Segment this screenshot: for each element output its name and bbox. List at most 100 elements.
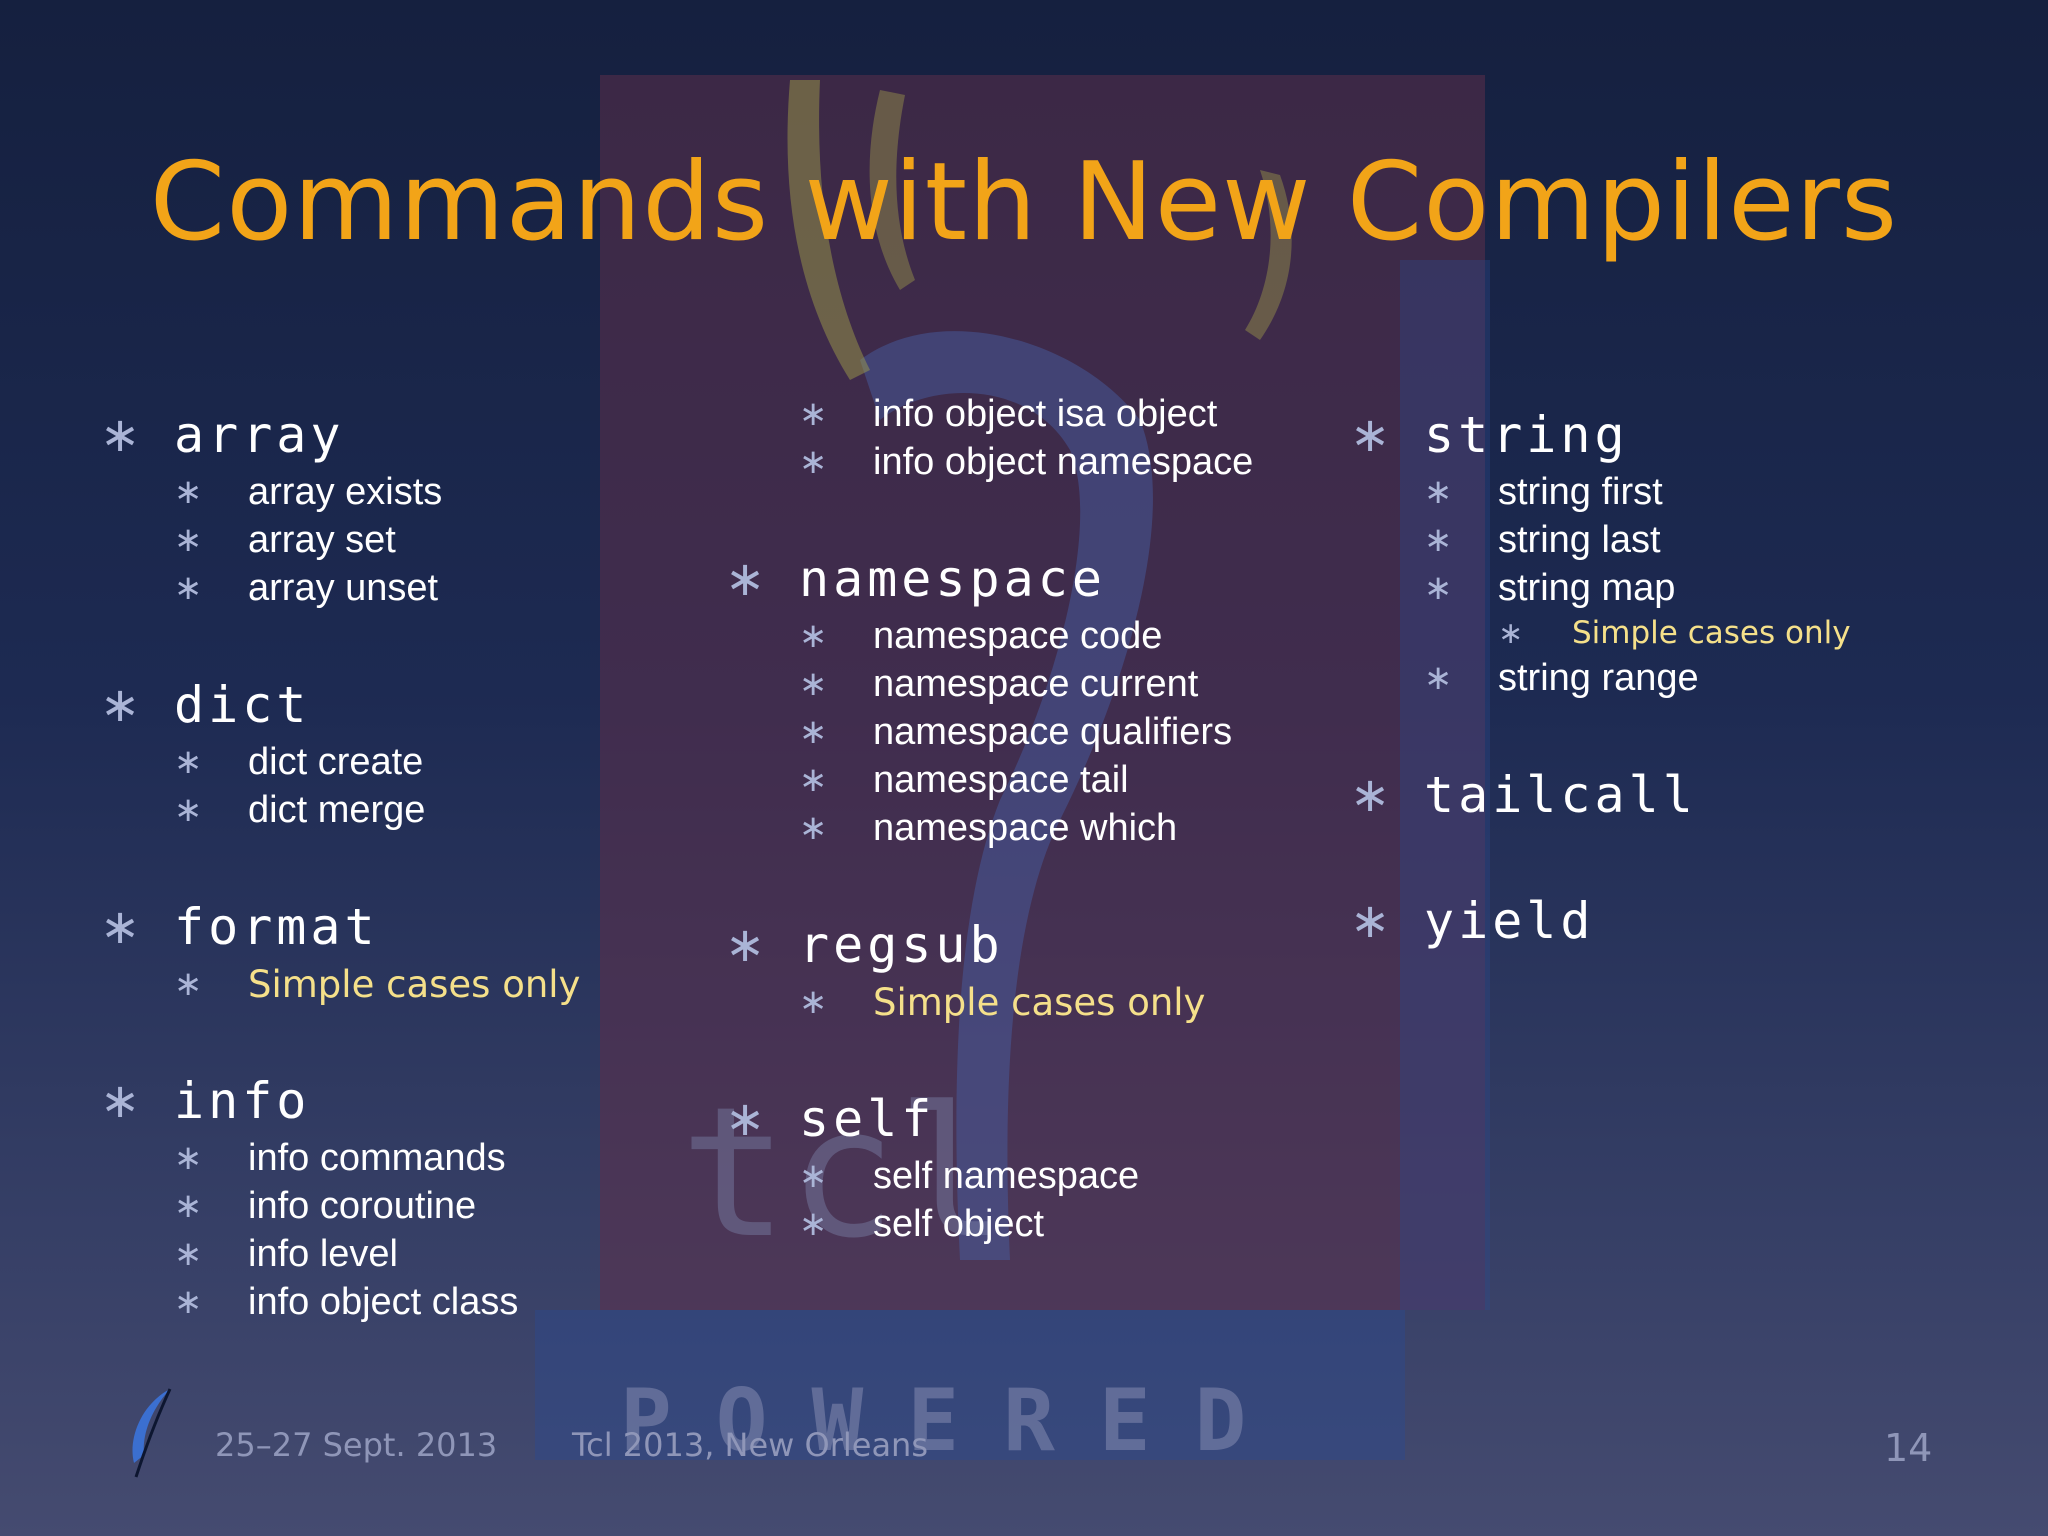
- subcommand-item: ∗array unset: [100, 564, 580, 612]
- bullet-icon: ∗: [174, 1234, 203, 1274]
- bullet-icon: ∗: [799, 712, 828, 752]
- command-name: ∗self: [725, 1086, 1253, 1152]
- subcommand-item: ∗ info level: [100, 1230, 580, 1278]
- command-label: tailcall: [1424, 766, 1697, 824]
- column-left: ∗array∗array exists∗array set∗array unse…: [100, 402, 580, 1386]
- bullet-icon: ∗: [1498, 615, 1524, 651]
- bullet-icon: ∗: [174, 1138, 203, 1178]
- command-group: ∗string∗string first∗string last∗string …: [1350, 402, 1851, 702]
- subcommand-label: Simple cases only: [248, 962, 581, 1006]
- command-name: ∗ namespace: [725, 546, 1253, 612]
- command-name: ∗regsub: [725, 912, 1253, 978]
- subcommand-item: ∗ namespace qualifiers: [725, 708, 1253, 756]
- command-group: ∗info object isa object∗ info object name…: [725, 390, 1253, 486]
- subcommand-item: ∗ string map: [1350, 564, 1851, 612]
- subcommand-item: ∗array exists: [100, 468, 580, 516]
- bullet-icon: ∗: [725, 1091, 766, 1147]
- command-name: ∗ string: [1350, 402, 1851, 468]
- bullet-icon: ∗: [799, 394, 828, 434]
- bullet-icon: ∗: [799, 1204, 828, 1244]
- command-group: ∗ yield: [1350, 888, 1851, 954]
- subcommand-item: ∗ dict merge: [100, 786, 580, 834]
- subcommand-item: ∗ info object class: [100, 1278, 580, 1326]
- bullet-icon: ∗: [1350, 407, 1391, 463]
- subcommand-label: namespace qualifiers: [873, 710, 1233, 753]
- bullet-icon: ∗: [100, 1073, 141, 1129]
- subcommand-item: ∗string range: [1350, 654, 1851, 702]
- subcommand-label: info coroutine: [248, 1184, 477, 1227]
- command-group: ∗regsub∗Simple cases only: [725, 912, 1253, 1026]
- command-name: ∗tailcall: [1350, 762, 1851, 828]
- bullet-icon: ∗: [100, 677, 141, 733]
- bullet-icon: ∗: [174, 790, 203, 830]
- subcommand-item: ∗ info object namespace: [725, 438, 1253, 486]
- logo-powered-text: POWERED: [620, 1371, 1290, 1471]
- command-label: info: [174, 1072, 311, 1130]
- subcommand-label: info object namespace: [873, 440, 1254, 483]
- bullet-icon: ∗: [725, 917, 766, 973]
- bullet-icon: ∗: [799, 1156, 828, 1196]
- command-label: namespace: [799, 550, 1106, 608]
- command-label: dict: [174, 676, 311, 734]
- bullet-icon: ∗: [725, 551, 766, 607]
- subcommand-label: array set: [248, 518, 396, 561]
- feather-icon: [132, 1388, 172, 1478]
- bullet-icon: ∗: [1424, 568, 1453, 608]
- bullet-icon: ∗: [174, 1186, 203, 1226]
- bullet-icon: ∗: [174, 742, 203, 782]
- command-name: ∗ yield: [1350, 888, 1851, 954]
- command-group: ∗tailcall: [1350, 762, 1851, 828]
- command-label: string: [1424, 406, 1629, 464]
- bullet-icon: ∗: [1424, 472, 1453, 512]
- bullet-icon: ∗: [799, 760, 828, 800]
- subcommand-item: ∗info object isa object: [725, 390, 1253, 438]
- bullet-icon: ∗: [174, 520, 203, 560]
- subcommand-item: ∗ array set: [100, 516, 580, 564]
- subcommand-item: ∗ namespace code: [725, 612, 1253, 660]
- bullet-icon: ∗: [799, 616, 828, 656]
- subcommand-label: info object class: [248, 1280, 519, 1323]
- note-item: ∗ Simple cases only: [1350, 612, 1851, 654]
- subcommand-item: ∗ namespace tail: [725, 756, 1253, 804]
- subcommand-label: array unset: [248, 566, 439, 609]
- footer-event: Tcl 2013, New Orleans: [572, 1426, 928, 1464]
- bullet-icon: ∗: [1350, 893, 1391, 949]
- subcommand-label: dict create: [248, 740, 424, 783]
- bullet-icon: ∗: [100, 899, 141, 955]
- slide-title: Commands with New Compilers: [149, 140, 1899, 265]
- subcommand-label: namespace which: [873, 806, 1178, 849]
- subcommand-item: ∗ info commands: [100, 1134, 580, 1182]
- command-label: format: [174, 898, 379, 956]
- command-name: ∗ info: [100, 1068, 580, 1134]
- subcommand-label: info level: [248, 1232, 398, 1275]
- subcommand-label: namespace code: [873, 614, 1163, 657]
- subcommand-label: namespace current: [873, 662, 1199, 705]
- bullet-icon: ∗: [1424, 520, 1453, 560]
- subcommand-label: string map: [1498, 566, 1676, 609]
- note-label: Simple cases only: [1572, 615, 1851, 651]
- page-number: 14: [1884, 1426, 1933, 1470]
- command-group: ∗ info ∗ info commands ∗ info coroutine ∗ info …: [100, 1068, 580, 1326]
- subcommand-label: string first: [1498, 470, 1663, 513]
- bullet-icon: ∗: [100, 407, 141, 463]
- subcommand-label: info commands: [248, 1136, 506, 1179]
- bullet-icon: ∗: [174, 1282, 203, 1322]
- subcommand-label: dict merge: [248, 788, 426, 831]
- column-right: ∗string∗string first∗string last∗string …: [1350, 402, 1851, 1014]
- subcommand-label: namespace tail: [873, 758, 1129, 801]
- bullet-icon: ∗: [1424, 658, 1453, 698]
- subcommand-label: self namespace: [873, 1154, 1140, 1197]
- logo-tcl-letters: tcl: [680, 1069, 1005, 1278]
- subcommand-item: ∗ self namespace: [725, 1152, 1253, 1200]
- bullet-icon: ∗: [799, 808, 828, 848]
- subcommand-item: ∗self object: [725, 1200, 1253, 1248]
- command-group: ∗self∗self namespace∗self object: [725, 1086, 1253, 1248]
- subcommand-item: ∗ namespace which: [725, 804, 1253, 852]
- command-name: ∗array: [100, 402, 580, 468]
- bullet-icon: ∗: [799, 442, 828, 482]
- command-label: yield: [1424, 892, 1595, 950]
- column-middle: ∗info object isa object∗info object name…: [725, 393, 1253, 1308]
- bullet-icon: ∗: [799, 664, 828, 704]
- command-group: ∗format∗Simple cases only: [100, 894, 580, 1008]
